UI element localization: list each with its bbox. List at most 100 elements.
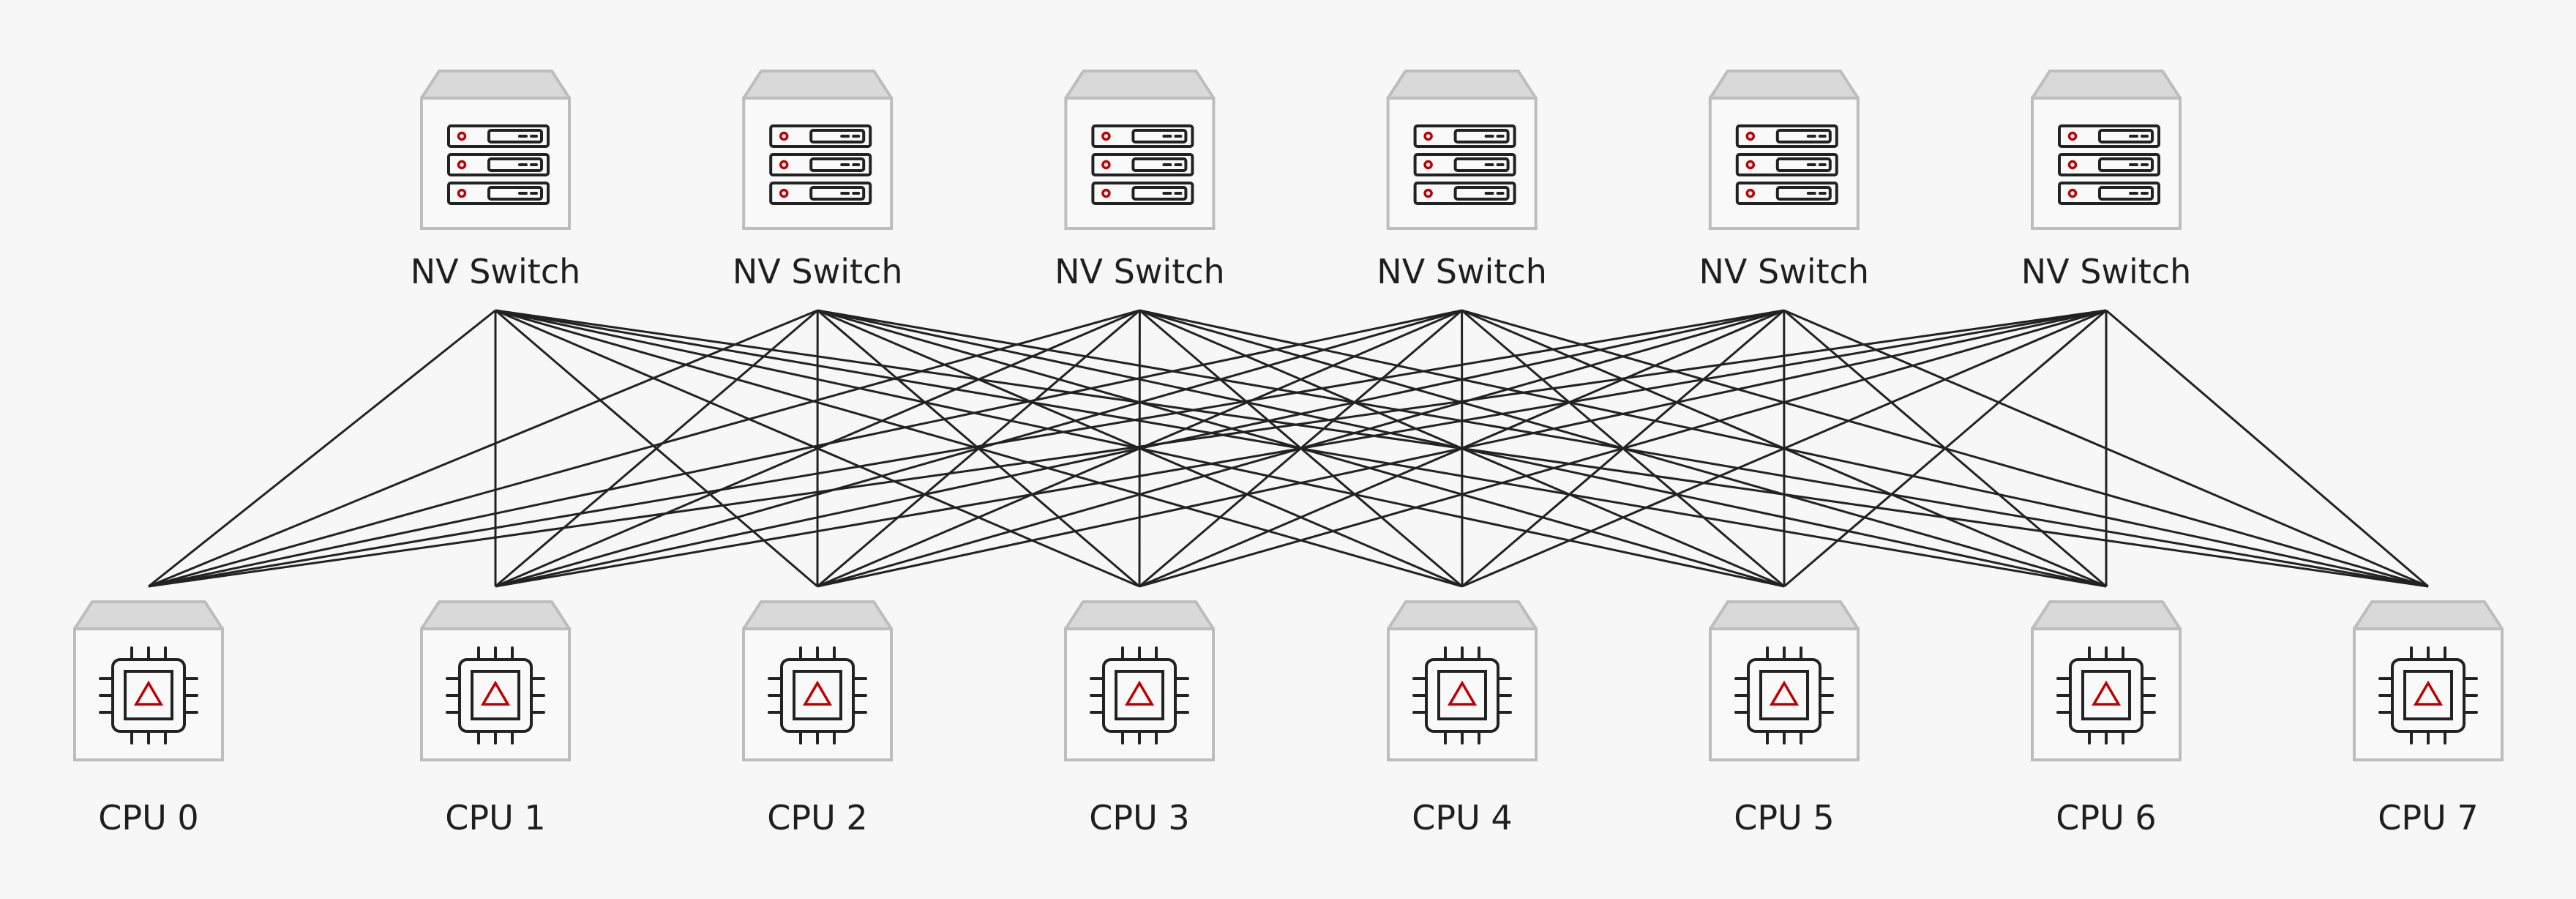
cpu-node[interactable]: CPU 7	[2353, 600, 2504, 838]
link-switch-5-cpu-2	[817, 309, 2107, 588]
cpu-node[interactable]: CPU 3	[1064, 600, 1215, 838]
switch-label: NV Switch	[2021, 252, 2192, 291]
rack-unit	[2058, 124, 2160, 148]
links-layer	[148, 309, 2429, 588]
status-led-icon	[2067, 160, 2078, 170]
link-switch-5-cpu-0	[148, 309, 2107, 588]
rack-unit	[769, 182, 872, 205]
box-top-cap	[420, 600, 571, 630]
cpu-node[interactable]: CPU 5	[1709, 600, 1860, 838]
server-rack-icon	[769, 124, 872, 205]
server-rack-icon	[1413, 124, 1516, 205]
status-led-icon	[457, 188, 467, 198]
switch-label: NV Switch	[1055, 252, 1225, 291]
cpu-node[interactable]: CPU 0	[73, 600, 224, 838]
cpu-chip-icon	[1090, 646, 1189, 745]
link-switch-1-cpu-1	[495, 309, 819, 588]
rack-unit	[1735, 124, 1838, 148]
box-body	[1386, 97, 1538, 230]
cpu-node[interactable]: CPU 4	[1387, 600, 1538, 838]
status-led-icon	[2067, 131, 2078, 141]
status-led-icon	[1101, 188, 1111, 198]
cpu-node[interactable]: CPU 6	[2031, 600, 2182, 838]
status-led-icon	[779, 131, 789, 141]
cpu-label: CPU 1	[445, 798, 545, 838]
nv-switch-node[interactable]: NV Switch	[2021, 70, 2192, 291]
rack-unit	[1735, 153, 1838, 176]
switch-label: NV Switch	[733, 252, 903, 291]
status-led-icon	[2067, 188, 2078, 198]
cpu-label: CPU 5	[1734, 798, 1834, 838]
rack-unit	[447, 124, 550, 148]
status-led-icon	[1423, 160, 1433, 170]
switch-label: NV Switch	[1377, 252, 1547, 291]
switch-label: NV Switch	[1699, 252, 1870, 291]
status-led-icon	[1745, 160, 1756, 170]
link-switch-5-cpu-5	[1783, 309, 2107, 588]
box-top-cap	[742, 600, 893, 630]
link-switch-5-cpu-7	[2105, 309, 2429, 588]
rack-unit	[1413, 153, 1516, 176]
cpu-layer: CPU 0 CPU 1 CPU 2 CPU 3 CPU 4 CPU 5 CPU 6 CPU 7	[73, 600, 2504, 838]
cpu-chip-icon	[1734, 646, 1834, 745]
nv-switch-node[interactable]: NV Switch	[1055, 70, 1225, 291]
cpu-label: CPU 4	[1412, 798, 1512, 838]
cpu-chip-icon	[1412, 646, 1512, 745]
triangle-logo-icon	[2413, 680, 2444, 706]
cpu-chip-icon	[446, 646, 545, 745]
status-led-icon	[779, 160, 789, 170]
triangle-logo-icon	[480, 680, 511, 706]
switch-label: NV Switch	[411, 252, 581, 291]
rack-unit	[1413, 124, 1516, 148]
box-body	[1708, 97, 1860, 230]
cpu-label: CPU 6	[2056, 798, 2156, 838]
box-body	[742, 97, 894, 230]
cpu-label: CPU 3	[1089, 798, 1189, 838]
cpu-node[interactable]: CPU 1	[420, 600, 571, 838]
server-rack-icon	[2058, 124, 2160, 205]
box-top-cap	[1708, 70, 1860, 100]
server-rack-icon	[1091, 124, 1194, 205]
box-top-cap	[73, 600, 224, 630]
status-led-icon	[1101, 131, 1111, 141]
triangle-logo-icon	[1124, 680, 1155, 706]
nv-switch-node[interactable]: NV Switch	[733, 70, 903, 291]
cpu-chip-icon	[2378, 646, 2478, 745]
status-led-icon	[457, 160, 467, 170]
link-switch-4-cpu-0	[148, 309, 1785, 588]
cpu-node[interactable]: CPU 2	[742, 600, 893, 838]
cpu-chip-icon	[2056, 646, 2156, 745]
box-top-cap	[1064, 70, 1216, 100]
link-switch-2-cpu-0	[148, 309, 1140, 588]
rack-unit	[769, 153, 872, 176]
status-led-icon	[1423, 188, 1433, 198]
triangle-logo-icon	[133, 680, 164, 706]
link-switch-3-cpu-1	[495, 309, 1463, 588]
nv-switch-node[interactable]: NV Switch	[411, 70, 581, 291]
cpu-chip-icon	[768, 646, 867, 745]
box-top-cap	[1386, 70, 1538, 100]
link-switch-5-cpu-3	[1139, 309, 2107, 588]
rack-unit	[1091, 124, 1194, 148]
link-switch-2-cpu-1	[495, 309, 1140, 588]
nv-switch-node[interactable]: NV Switch	[1377, 70, 1547, 291]
box-body	[420, 97, 571, 230]
rack-unit	[1735, 182, 1838, 205]
cpu-label: CPU 2	[767, 798, 867, 838]
box-top-cap	[2353, 600, 2504, 630]
status-led-icon	[779, 188, 789, 198]
rack-unit	[1091, 153, 1194, 176]
rack-unit	[2058, 182, 2160, 205]
box-body	[1064, 97, 1216, 230]
nv-switch-node[interactable]: NV Switch	[1699, 70, 1870, 291]
link-switch-3-cpu-0	[148, 309, 1462, 588]
link-switch-0-cpu-0	[148, 309, 496, 588]
triangle-logo-icon	[2091, 680, 2122, 706]
server-rack-icon	[447, 124, 550, 205]
rack-unit	[447, 182, 550, 205]
box-top-cap	[1709, 600, 1860, 630]
status-led-icon	[1745, 131, 1756, 141]
triangle-logo-icon	[1769, 680, 1800, 706]
rack-unit	[447, 153, 550, 176]
